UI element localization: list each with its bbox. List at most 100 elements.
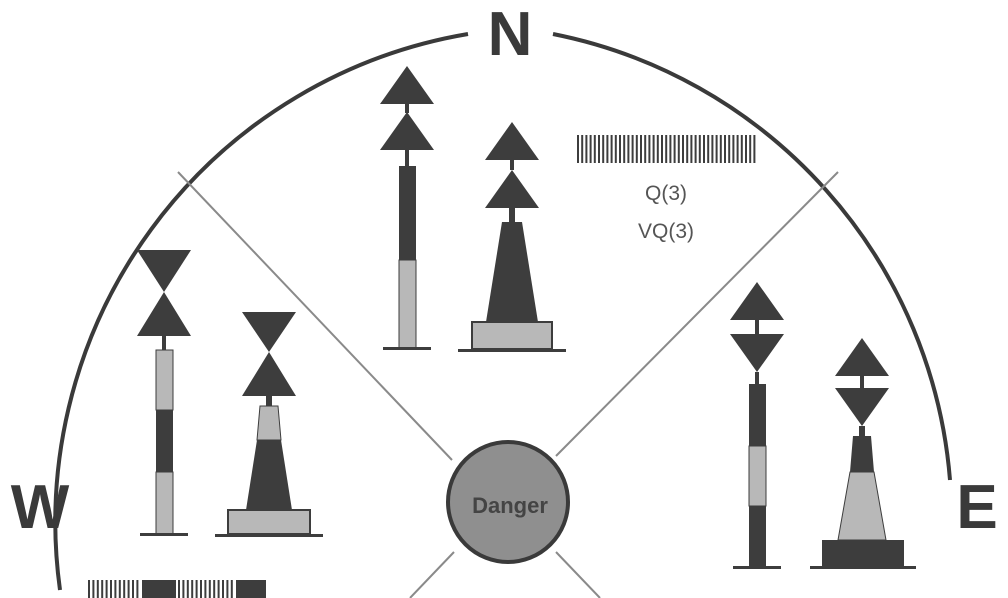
west-light-tick — [213, 580, 216, 598]
north-spar-topmark-lower — [380, 112, 434, 150]
north-light-tick — [707, 135, 710, 163]
west-light-tick — [195, 580, 198, 598]
north-light-tick — [602, 135, 605, 163]
north-light-tick — [728, 135, 731, 163]
north-light-tick — [677, 135, 680, 163]
west-light-tick — [217, 580, 220, 598]
compass-arc-north-right — [552, 32, 952, 481]
east-pillar-topmark-lower — [835, 388, 889, 426]
divider-se — [555, 551, 601, 598]
west-light-tick — [178, 580, 180, 598]
north-light-tick — [619, 135, 621, 163]
north-light-tick — [606, 135, 609, 163]
west-light-tick — [132, 580, 134, 598]
west-light-tick — [92, 580, 95, 598]
north-light-tick — [673, 135, 676, 163]
north-pillar-light-base — [471, 321, 553, 350]
north-light-tick — [644, 135, 647, 163]
direction-west-label: W — [11, 473, 70, 542]
north-pillar-dark-body — [486, 222, 538, 322]
north-light-tick — [648, 135, 651, 163]
north-light-tick — [686, 135, 689, 163]
north-light-tick — [719, 135, 722, 163]
west-spar-buoy — [137, 250, 191, 536]
compass-arc-north-left — [53, 32, 469, 591]
north-light-tick — [652, 135, 655, 163]
west-light-tick — [118, 580, 121, 598]
east-pillar-buoy — [810, 338, 916, 569]
west-light-tick — [186, 580, 189, 598]
north-pillar-buoy — [458, 122, 566, 352]
west-light-tick — [182, 580, 185, 598]
divider-nw — [177, 171, 453, 461]
east-spar-light-band — [748, 445, 767, 507]
north-spar-buoy — [380, 66, 434, 350]
west-light-tick — [96, 580, 99, 598]
west-light-tick — [222, 580, 224, 598]
west-light-tick — [123, 580, 126, 598]
west-light-tick — [191, 580, 194, 598]
east-spar-topmark-upper — [730, 282, 784, 320]
north-spar-light-band — [398, 259, 417, 349]
north-light-tick — [698, 135, 701, 163]
north-light-tick — [724, 135, 726, 163]
west-light-tick — [101, 580, 104, 598]
west-pillar-topmark-lower — [242, 352, 296, 396]
east-spar-dark-band-bottom — [749, 506, 766, 566]
north-light-tick — [690, 135, 693, 163]
north-light-tick — [715, 135, 718, 163]
north-light-tick — [740, 135, 743, 163]
north-light-tick — [577, 135, 579, 163]
west-pillar-topmark-upper — [242, 312, 296, 352]
north-light-tick — [581, 135, 584, 163]
north-pillar-topmark-upper — [485, 122, 539, 160]
west-light-tick — [110, 580, 112, 598]
west-light-tick — [136, 580, 139, 598]
north-light-tick — [623, 135, 626, 163]
danger-circle — [446, 440, 570, 564]
north-light-tick — [598, 135, 600, 163]
west-spar-topmark-lower — [137, 292, 191, 336]
west-light-eclipse-1 — [142, 580, 176, 598]
north-light-tick — [593, 135, 596, 163]
north-light-tick — [745, 135, 747, 163]
divider-ne — [555, 171, 839, 457]
west-light-tick — [127, 580, 130, 598]
north-pillar-topmark-lower — [485, 170, 539, 208]
north-light-tick — [711, 135, 714, 163]
north-light-tick — [610, 135, 613, 163]
north-light-label-q: Q(3) — [645, 182, 687, 205]
west-light-eclipse-2 — [236, 580, 266, 598]
north-light-tick — [585, 135, 588, 163]
west-pillar-light-base — [227, 509, 311, 535]
north-light-tick — [589, 135, 592, 163]
north-light-tick — [614, 135, 617, 163]
north-light-tick — [736, 135, 739, 163]
danger-label: Danger — [472, 493, 548, 518]
north-light-label-vq: VQ(3) — [638, 220, 694, 243]
east-pillar-light-middle — [837, 471, 887, 541]
west-light-tick — [105, 580, 108, 598]
north-light-pattern — [577, 135, 756, 163]
west-pillar-buoy — [215, 312, 323, 537]
north-light-tick — [703, 135, 705, 163]
north-light-tick — [669, 135, 672, 163]
west-light-pattern — [88, 580, 266, 598]
direction-north-label: N — [488, 0, 533, 69]
west-spar-light-band-bottom — [155, 471, 174, 535]
east-spar-buoy — [730, 282, 784, 569]
west-light-tick — [88, 580, 90, 598]
west-pillar-light-top — [256, 405, 282, 441]
east-spar-dark-band-top — [749, 384, 766, 446]
divider-sw — [409, 551, 455, 598]
west-light-tick — [226, 580, 229, 598]
west-light-tick — [200, 580, 202, 598]
west-light-tick — [208, 580, 211, 598]
east-pillar-dark-base — [822, 540, 904, 566]
west-light-tick — [114, 580, 117, 598]
north-light-tick — [661, 135, 663, 163]
north-light-tick — [640, 135, 642, 163]
west-spar-topmark-upper — [137, 250, 191, 292]
